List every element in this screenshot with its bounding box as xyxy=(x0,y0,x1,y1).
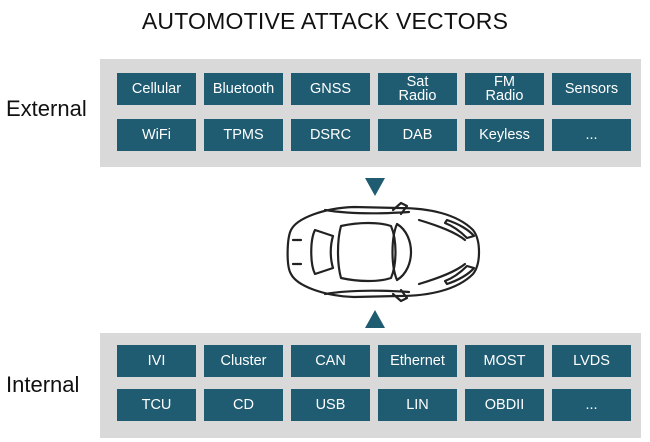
internal-panel: IVI Cluster CAN Ethernet MOST LVDS TCU C… xyxy=(100,333,641,438)
internal-item-ivi: IVI xyxy=(117,345,196,377)
external-panel: Cellular Bluetooth GNSS Sat Radio FM Rad… xyxy=(100,59,641,167)
external-item-tpms: TPMS xyxy=(204,119,283,151)
internal-group-label: Internal xyxy=(6,372,80,397)
external-item-cellular: Cellular xyxy=(117,73,196,105)
internal-item-tcu: TCU xyxy=(117,389,196,421)
triangle-up-icon xyxy=(365,310,385,328)
car-top-view-icon xyxy=(286,201,481,303)
external-grid: Cellular Bluetooth GNSS Sat Radio FM Rad… xyxy=(117,73,631,151)
diagram-title: AUTOMOTIVE ATTACK VECTORS xyxy=(141,8,509,34)
internal-item-can: CAN xyxy=(291,345,370,377)
external-item-fm-radio: FM Radio xyxy=(465,73,544,105)
external-item-sensors: Sensors xyxy=(552,73,631,105)
internal-item-most: MOST xyxy=(465,345,544,377)
internal-grid: IVI Cluster CAN Ethernet MOST LVDS TCU C… xyxy=(117,345,631,421)
internal-item-ethernet: Ethernet xyxy=(378,345,457,377)
internal-item-usb: USB xyxy=(291,389,370,421)
internal-item-cd: CD xyxy=(204,389,283,421)
external-item-dsrc: DSRC xyxy=(291,119,370,151)
external-item-bluetooth: Bluetooth xyxy=(204,73,283,105)
external-item-more: ... xyxy=(552,119,631,151)
internal-item-lin: LIN xyxy=(378,389,457,421)
internal-item-obdii: OBDII xyxy=(465,389,544,421)
external-item-sat-radio: Sat Radio xyxy=(378,73,457,105)
internal-item-lvds: LVDS xyxy=(552,345,631,377)
internal-item-cluster: Cluster xyxy=(204,345,283,377)
external-item-gnss: GNSS xyxy=(291,73,370,105)
external-item-dab: DAB xyxy=(378,119,457,151)
external-group-label: External xyxy=(6,96,87,121)
internal-item-more: ... xyxy=(552,389,631,421)
external-item-keyless: Keyless xyxy=(465,119,544,151)
triangle-down-icon xyxy=(365,178,385,196)
external-item-wifi: WiFi xyxy=(117,119,196,151)
